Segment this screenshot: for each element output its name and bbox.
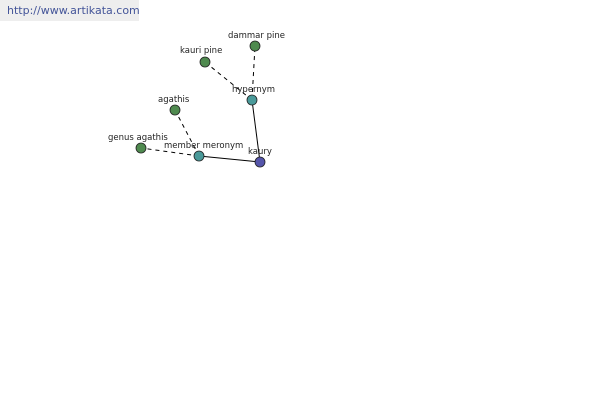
edge-member-meronym-to-agathis bbox=[174, 109, 200, 157]
edge-kaury-to-member-meronym bbox=[198, 155, 261, 163]
node-agathis[interactable] bbox=[169, 104, 181, 116]
edge-member-meronym-to-genus-agathis bbox=[140, 147, 200, 157]
edge-hypernym-to-dammar-pine bbox=[251, 45, 256, 101]
node-dammar-pine[interactable] bbox=[249, 40, 261, 52]
node-member-meronym[interactable] bbox=[193, 150, 205, 162]
node-label-member-meronym[interactable]: member meronym bbox=[164, 141, 243, 151]
edge-kaury-to-hypernym bbox=[251, 99, 261, 163]
graph-labels: kaury hypernym member meronym dammar pine ka… bbox=[108, 31, 285, 157]
node-label-agathis[interactable]: agathis bbox=[158, 95, 190, 105]
node-label-dammar-pine[interactable]: dammar pine bbox=[228, 31, 285, 41]
graph-nodes bbox=[135, 40, 266, 168]
node-label-kauri-pine[interactable]: kauri pine bbox=[180, 46, 222, 56]
node-kauri-pine[interactable] bbox=[199, 56, 211, 68]
node-label-hypernym[interactable]: hypernym bbox=[232, 85, 275, 95]
url-banner: http://www.artikata.com bbox=[0, 0, 140, 21]
node-hypernym[interactable] bbox=[246, 94, 258, 106]
node-label-kaury[interactable]: kaury bbox=[248, 147, 272, 157]
graph-edges bbox=[140, 45, 261, 163]
edge-hypernym-to-kauri-pine bbox=[204, 61, 253, 101]
node-label-genus-agathis[interactable]: genus agathis bbox=[108, 133, 168, 143]
node-genus-agathis[interactable] bbox=[135, 142, 147, 154]
site-url-link[interactable]: http://www.artikata.com bbox=[7, 4, 140, 17]
node-kaury[interactable] bbox=[254, 156, 266, 168]
